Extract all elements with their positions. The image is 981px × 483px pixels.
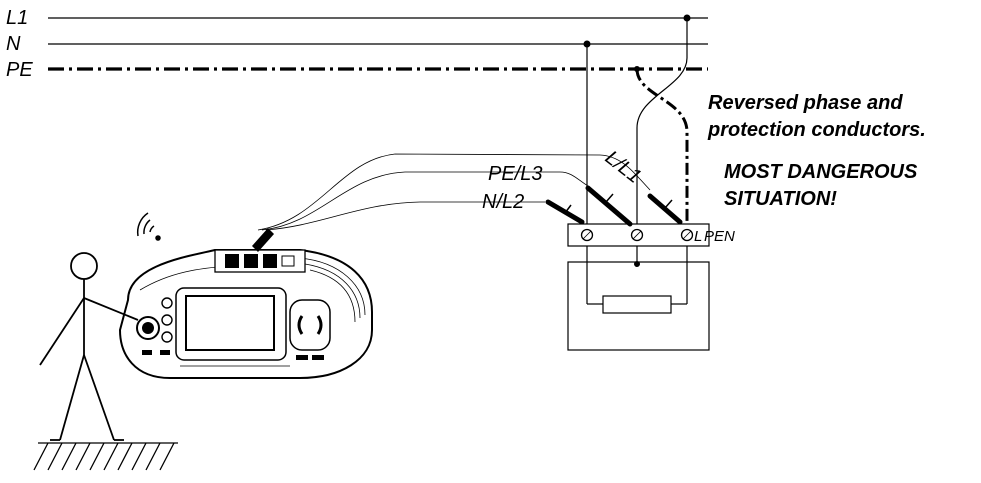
instrument-button (161, 314, 173, 326)
warning-line-3: MOST DANGEROUS (724, 161, 918, 183)
l-l1-test-lead (257, 153, 651, 231)
load-junction-dot (634, 261, 640, 267)
n-l2-test-lead (265, 201, 545, 231)
instrument-lead-plug (252, 228, 274, 252)
person-figure (39, 252, 139, 441)
instrument-button (161, 331, 173, 343)
supply-conductors (48, 17, 708, 71)
l-l1-probe (647, 193, 683, 225)
warning-line-1: Reversed phase and (708, 92, 903, 114)
instrument-screen (185, 295, 275, 351)
lead-label-n-l2: N/L2 (482, 191, 524, 213)
load-enclosure (567, 246, 710, 351)
terminal-label-pen: PEN (704, 228, 735, 245)
lead-label-pe-l3: PE/L3 (488, 163, 542, 185)
terminal-block (567, 223, 710, 247)
test-leads (257, 153, 683, 231)
instrument-button (161, 297, 173, 309)
pe-l3-probe (585, 185, 633, 227)
terminal-label-l: L (694, 228, 702, 245)
l1-reversed-wire (636, 18, 688, 226)
ground-symbol (33, 442, 178, 471)
test-instrument (118, 249, 373, 379)
n-label: N (6, 33, 21, 55)
warning-line-2: protection conductors. (707, 119, 926, 141)
lead-label-l-l1: L/L1 (601, 147, 645, 188)
load-resistor (602, 295, 672, 314)
pe-l3-test-lead (261, 171, 589, 231)
l1-label: L1 (6, 7, 28, 29)
socket-wiring (586, 18, 689, 226)
warning-line-4: SITUATION! (724, 188, 837, 210)
instrument-cursor-pad (289, 299, 331, 351)
pe-label: PE (6, 59, 33, 81)
person-head (70, 252, 98, 280)
wireless-signal-icon (136, 212, 161, 241)
pe-reversed-wire (635, 68, 689, 226)
